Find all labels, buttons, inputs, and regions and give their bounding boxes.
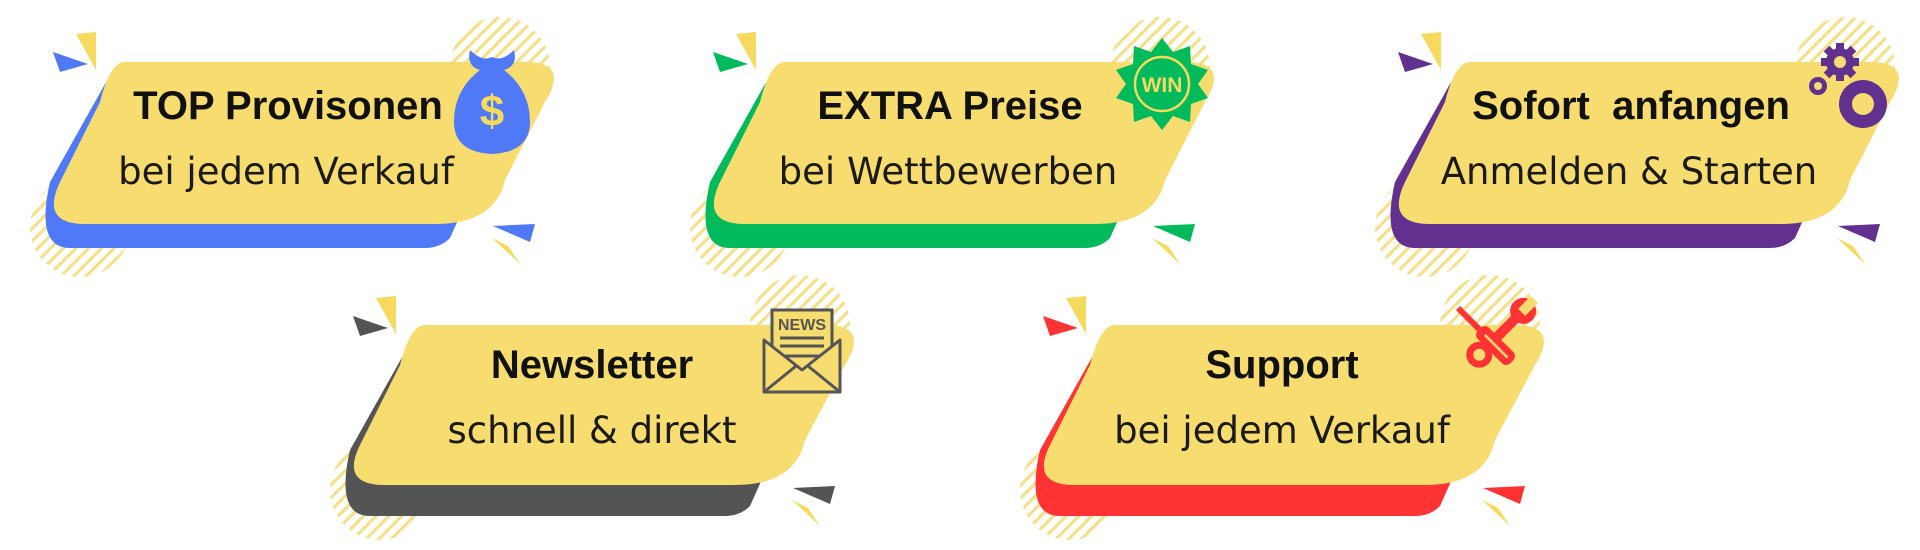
accent-ray [1066,296,1086,334]
card-pill [353,325,854,485]
card-pill [713,62,1214,224]
accent-ray [1482,500,1510,526]
accent-ray [1483,486,1525,504]
money-bag-icon: $ [454,50,530,154]
accent-ray [493,224,535,242]
feature-card-support: Support bei jedem Verkauf [1020,275,1544,540]
card-title: EXTRA Preise [817,84,1082,128]
card-title: Support [1205,343,1358,387]
card-title: Newsletter [491,343,693,387]
accent-ray [53,52,88,72]
card-subtitle: schnell & direkt [447,409,736,452]
win-badge-icon: WIN [1116,38,1208,130]
news-envelope-icon: NEWS [762,308,842,394]
feature-card-newsletter: Newsletter schnell & direkt NEWS [330,275,854,540]
accent-ray [713,52,748,72]
accent-ray [1837,238,1865,264]
card-subtitle: bei jedem Verkauf [118,150,455,193]
accent-ray [492,238,520,264]
card-pill [53,62,554,224]
card-pill [1398,62,1899,224]
tools-icon [1455,296,1538,368]
card-subtitle: bei Wettbewerben [779,150,1118,193]
card-subtitle: bei jedem Verkauf [1114,409,1451,452]
accent-ray [1838,224,1880,242]
card-subtitle: Anmelden & Starten [1441,150,1818,193]
accent-ray [736,32,756,70]
accent-ray [1152,238,1180,264]
card-pill [1043,325,1544,485]
feature-card-sofort-anfangen: Sofort anfangen Anmelden & Starten [1375,17,1899,277]
feature-card-top-provisionen: TOP Provisonen bei jedem Verkauf $ [30,17,554,277]
accent-ray [1153,224,1195,242]
card-title: TOP Provisonen [133,84,443,128]
accent-ray [376,296,396,334]
accent-ray [1421,32,1441,70]
feature-card-extra-preise: EXTRA Preise bei Wettbewerben WIN [690,17,1214,277]
accent-ray [353,316,388,336]
accent-ray [76,32,96,70]
win-text: WIN [1142,74,1183,97]
card-title: Sofort anfangen [1472,84,1790,128]
news-text: NEWS [778,317,826,334]
dollar-glyph: $ [480,87,504,136]
accent-ray [1398,52,1433,72]
accent-ray [1043,316,1078,336]
accent-ray [792,500,820,526]
accent-ray [793,486,835,504]
